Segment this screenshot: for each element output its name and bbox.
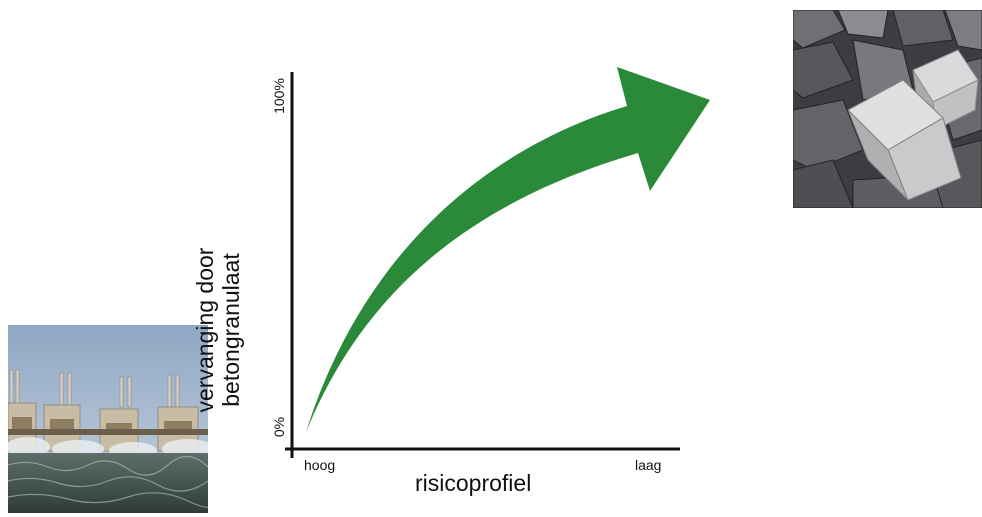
y-tick-top: 100%: [271, 78, 287, 114]
concrete-blocks-photo: [793, 10, 982, 208]
y-tick-bottom: 0%: [271, 416, 287, 438]
x-tick-right: laag: [635, 457, 662, 473]
y-axis-label-line-2: betongranulaat: [218, 253, 244, 407]
growth-arrow: [306, 67, 710, 432]
y-axis-label: vervanging door betongranulaat: [192, 220, 244, 440]
y-axis-label-line-1: vervanging door: [192, 247, 218, 413]
storm-surge-barrier-photo: [8, 325, 208, 513]
x-axis-label: risicoprofiel: [415, 470, 532, 496]
x-tick-left: hoog: [304, 457, 336, 473]
